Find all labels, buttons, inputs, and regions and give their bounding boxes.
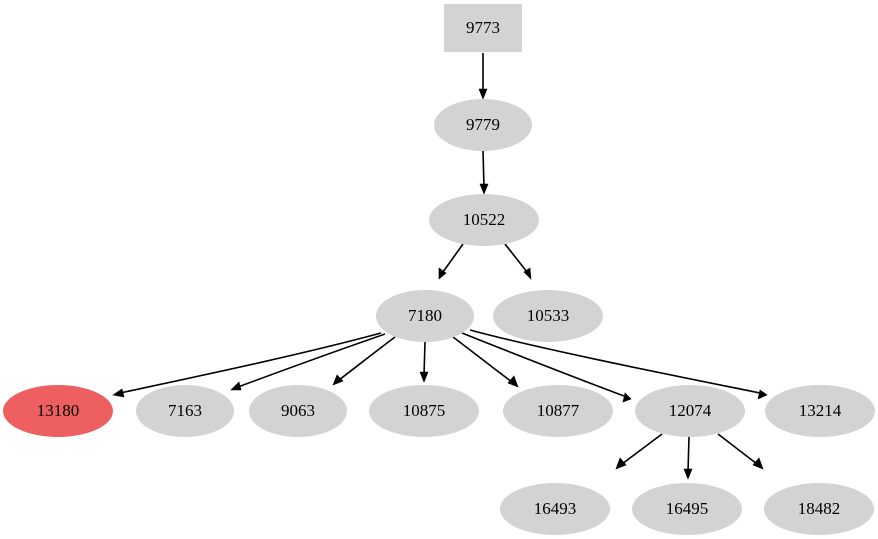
edge-12074-to-16493 (615, 433, 663, 470)
arrowhead-icon (757, 389, 768, 400)
graph-node-7163[interactable]: 7163 (136, 385, 234, 437)
edge-12074-to-18482 (717, 433, 764, 470)
node-ellipse[interactable] (249, 385, 347, 437)
edge-7180-to-9063 (332, 336, 396, 386)
node-ellipse[interactable] (3, 385, 113, 437)
graph-node-16493[interactable]: 16493 (500, 483, 610, 535)
node-ellipse[interactable] (765, 385, 875, 437)
arrowhead-icon (752, 457, 764, 470)
arrowhead-icon (478, 88, 488, 100)
arrowhead-icon (507, 375, 519, 388)
arrowhead-icon (438, 267, 447, 280)
graph-node-10533[interactable]: 10533 (493, 290, 603, 342)
graph-node-7180[interactable]: 7180 (376, 290, 474, 342)
edge-line (482, 150, 485, 188)
graph-node-10522[interactable]: 10522 (429, 194, 539, 246)
edge-7180-to-13214 (469, 329, 768, 400)
edge-line (237, 333, 386, 388)
node-ellipse[interactable] (764, 483, 874, 535)
arrowhead-icon (479, 183, 489, 195)
graph-node-9779[interactable]: 9779 (434, 99, 532, 151)
graph-node-10875[interactable]: 10875 (369, 385, 479, 437)
edge-7180-to-12074 (461, 332, 632, 403)
node-ellipse[interactable] (369, 385, 479, 437)
arrowhead-icon (112, 388, 125, 398)
arrowhead-icon (622, 392, 632, 403)
graph-node-13180[interactable]: 13180 (3, 385, 113, 437)
node-ellipse[interactable] (493, 290, 603, 342)
graph-node-16495[interactable]: 16495 (632, 483, 742, 535)
node-ellipse[interactable] (503, 385, 613, 437)
edge-line (504, 243, 528, 273)
edge-line (621, 433, 663, 465)
nodes-layer: 9773 9779 10522 7180 10533 13180 7163 9063 10875… (3, 4, 875, 535)
edge-7180-to-10877 (452, 336, 519, 388)
edge-line (119, 332, 382, 394)
node-ellipse[interactable] (434, 99, 532, 151)
edge-10522-to-10533 (504, 243, 532, 280)
graph-node-9063[interactable]: 9063 (249, 385, 347, 437)
arrowhead-icon (419, 371, 429, 383)
node-ellipse[interactable] (429, 194, 539, 246)
edge-9773-to-9779 (478, 53, 488, 100)
node-ellipse[interactable] (500, 483, 610, 535)
arrowhead-icon (523, 267, 532, 280)
edge-line (469, 329, 761, 394)
edge-line (452, 336, 513, 383)
edge-line (338, 336, 396, 381)
edge-9779-to-10522 (479, 150, 489, 195)
edge-12074-to-16495 (683, 436, 693, 480)
graph-node-18482[interactable]: 18482 (764, 483, 874, 535)
graph-node-12074[interactable]: 12074 (635, 385, 745, 437)
node-ellipse[interactable] (136, 385, 234, 437)
edge-10522-to-7180 (438, 243, 464, 280)
node-ellipse[interactable] (376, 290, 474, 342)
node-ellipse[interactable] (632, 483, 742, 535)
edge-line (687, 436, 690, 473)
node-ellipse[interactable] (635, 385, 745, 437)
edge-line (461, 332, 625, 397)
arrowhead-icon (332, 374, 344, 386)
node-rect[interactable] (444, 4, 522, 52)
graph-node-9773[interactable]: 9773 (444, 4, 522, 52)
arrowhead-icon (230, 381, 242, 391)
edge-7180-to-10875 (419, 341, 429, 383)
edge-7180-to-13180 (112, 332, 382, 398)
edges-layer (112, 53, 768, 480)
graph-node-10877[interactable]: 10877 (503, 385, 613, 437)
edge-line (442, 243, 464, 273)
arrowhead-icon (683, 468, 693, 480)
edge-7180-to-7163 (230, 333, 386, 391)
graph-node-13214[interactable]: 13214 (765, 385, 875, 437)
edge-line (423, 341, 426, 376)
edge-line (717, 433, 758, 465)
arrowhead-icon (615, 457, 627, 470)
